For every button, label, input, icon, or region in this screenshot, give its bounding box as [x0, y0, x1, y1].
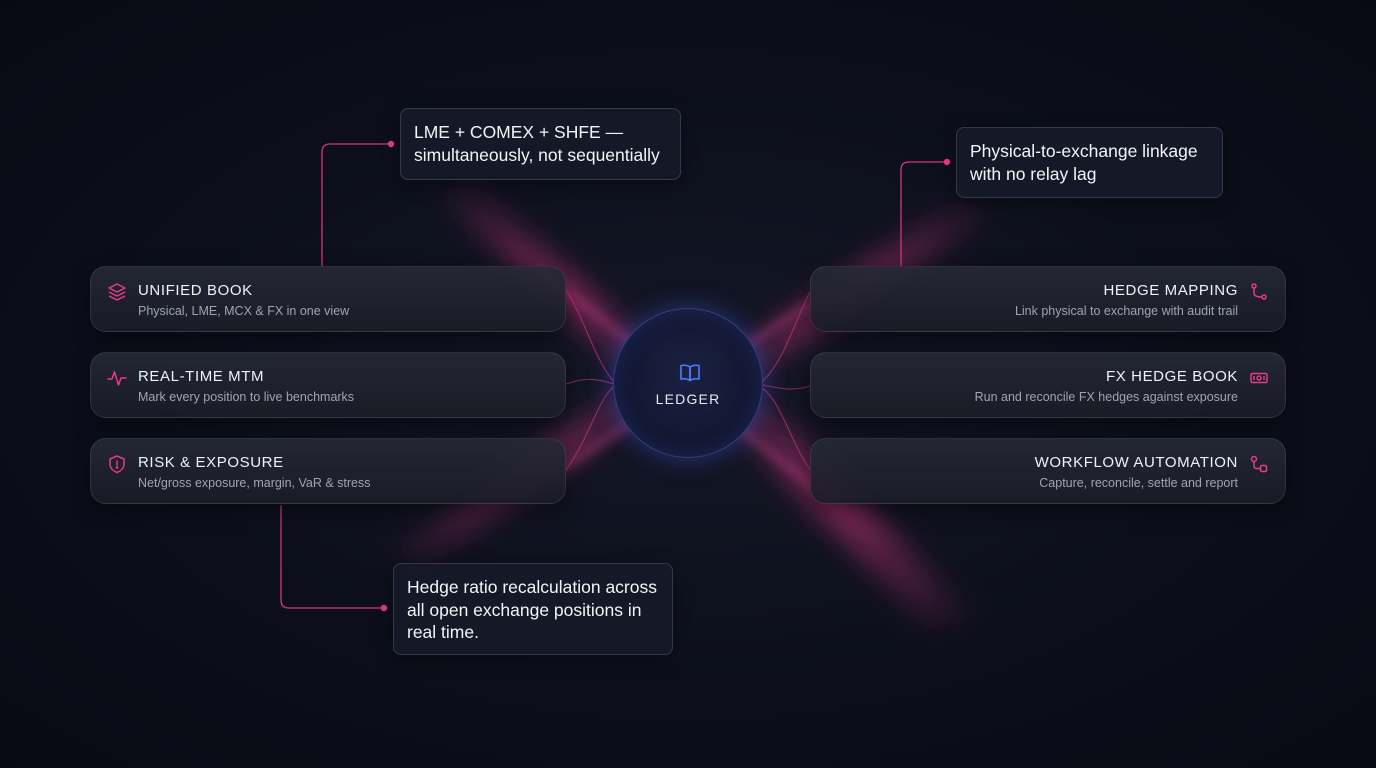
workflow-icon	[1250, 455, 1268, 473]
card-title: UNIFIED BOOK	[138, 282, 253, 299]
card-workflow-automation[interactable]: WORKFLOW AUTOMATION Capture, reconcile, …	[810, 438, 1286, 504]
card-title: HEDGE MAPPING	[1103, 282, 1238, 299]
card-title: WORKFLOW AUTOMATION	[1034, 454, 1238, 471]
callout-bottom-left-text: Hedge ratio recalculation across all ope…	[407, 577, 657, 642]
card-subtitle: Capture, reconcile, settle and report	[1039, 476, 1238, 490]
card-title: REAL-TIME MTM	[138, 368, 265, 385]
shield-icon	[109, 455, 125, 474]
callout-bottom-left: Hedge ratio recalculation across all ope…	[393, 563, 673, 655]
callout-connectors	[280, 143, 947, 609]
layers-icon	[108, 283, 126, 301]
callout-top-left: LME + COMEX + SHFE — simultaneously, not…	[400, 108, 681, 180]
card-real-time-mtm[interactable]: REAL-TIME MTM Mark every position to liv…	[90, 352, 566, 418]
card-subtitle: Mark every position to live benchmarks	[138, 390, 355, 404]
callout-top-right-text: Physical-to-exchange linkage with no rel…	[970, 141, 1198, 184]
callout-top-right: Physical-to-exchange linkage with no rel…	[956, 127, 1223, 198]
connector-dot-top-right	[943, 158, 951, 166]
banknote-icon	[1250, 372, 1268, 384]
route-icon	[1251, 283, 1267, 300]
card-subtitle: Physical, LME, MCX & FX in one view	[138, 304, 350, 318]
card-title: RISK & EXPOSURE	[138, 454, 284, 471]
connector-dot-top-left	[387, 140, 395, 148]
card-subtitle: Run and reconcile FX hedges against expo…	[974, 390, 1238, 404]
book-icon	[680, 364, 700, 382]
card-title: FX HEDGE BOOK	[1106, 368, 1238, 385]
ledger-hub[interactable]: LEDGER	[613, 308, 763, 458]
hub-label: LEDGER	[655, 391, 721, 407]
card-fx-hedge-book[interactable]: FX HEDGE BOOK Run and reconcile FX hedge…	[810, 352, 1286, 418]
connector-dot-bottom-left	[380, 604, 388, 612]
card-unified-book[interactable]: UNIFIED BOOK Physical, LME, MCX & FX in …	[90, 266, 566, 332]
card-subtitle: Link physical to exchange with audit tra…	[1014, 304, 1238, 318]
card-subtitle: Net/gross exposure, margin, VaR & stress	[138, 476, 371, 490]
card-hedge-mapping[interactable]: HEDGE MAPPING Link physical to exchange …	[810, 266, 1286, 332]
hub-connectors	[565, 289, 811, 471]
card-risk-exposure[interactable]: RISK & EXPOSURE Net/gross exposure, marg…	[90, 438, 566, 504]
pulse-icon	[107, 371, 127, 386]
callout-top-left-text: LME + COMEX + SHFE — simultaneously, not…	[414, 122, 660, 165]
